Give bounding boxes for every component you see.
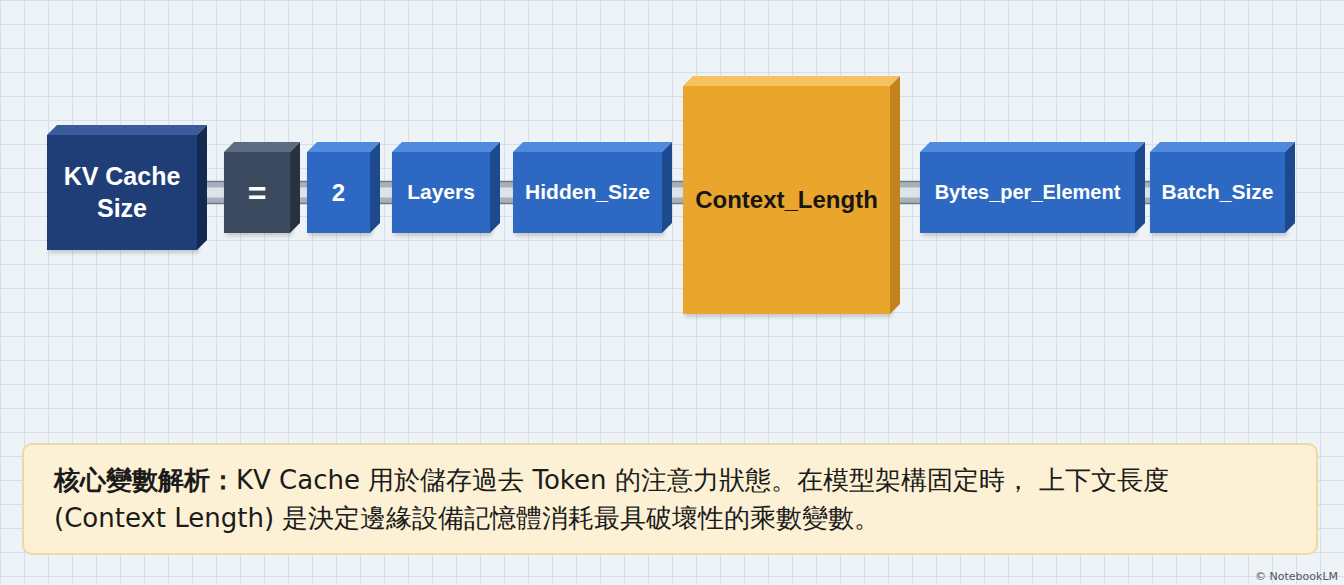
block-side-face xyxy=(662,142,672,233)
block-top-face xyxy=(683,76,900,86)
block-label: KV Cache Size xyxy=(47,161,197,224)
block-top-face xyxy=(1150,142,1295,152)
result-block: KV Cache Size xyxy=(47,135,197,250)
block-label: Context_Length xyxy=(695,185,878,215)
block-top-face xyxy=(307,142,380,152)
note-heading: 核心變數解析： xyxy=(54,465,236,495)
block-label: Batch_Size xyxy=(1161,179,1273,205)
block-side-face xyxy=(890,76,900,314)
key-factor-block: Context_Length xyxy=(683,86,890,314)
block-side-face xyxy=(290,142,300,233)
block-top-face xyxy=(224,142,300,152)
block-side-face xyxy=(1135,142,1145,233)
block-top-face xyxy=(392,142,500,152)
note-box: 核心變數解析：KV Cache 用於儲存過去 Token 的注意力狀態。在模型架… xyxy=(22,443,1318,555)
block-label: Layers xyxy=(407,179,475,205)
block-label: Hidden_Size xyxy=(525,179,650,205)
block-side-face xyxy=(1285,142,1295,233)
block-top-face xyxy=(513,142,672,152)
equals-block: = xyxy=(224,152,290,233)
block-top-face xyxy=(47,125,207,135)
block-top-face xyxy=(920,142,1145,152)
factor-block: Hidden_Size xyxy=(513,152,662,233)
factor-block: Batch_Size xyxy=(1150,152,1285,233)
block-side-face xyxy=(197,125,207,250)
block-label: = xyxy=(248,173,267,213)
factor-block: Bytes_per_Element xyxy=(920,152,1135,233)
block-side-face xyxy=(370,142,380,233)
block-label: 2 xyxy=(332,178,345,208)
watermark: © NotebookLM xyxy=(1255,570,1338,583)
block-label: Bytes_per_Element xyxy=(935,180,1121,205)
factor-block: Layers xyxy=(392,152,490,233)
factor-block: 2 xyxy=(307,152,370,233)
block-side-face xyxy=(490,142,500,233)
